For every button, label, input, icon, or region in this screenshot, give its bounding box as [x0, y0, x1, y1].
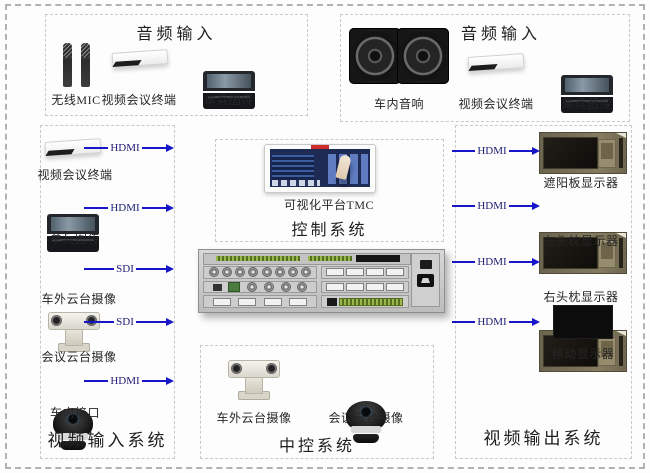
- arrow-label: HDMI: [477, 199, 507, 212]
- wireless-mic-icon: [56, 41, 96, 87]
- arrow-label: SDI: [116, 315, 134, 328]
- item-label-wireless-mic: 无线MIC: [51, 93, 101, 107]
- outdoor-ptz-camera-icon: [225, 358, 283, 400]
- arrowhead-icon: [532, 318, 540, 326]
- box-title-audio-input-left: 音频输入: [136, 26, 217, 43]
- arrow-label: HDMI: [477, 315, 507, 328]
- box-central-control-system: 车外云台摄像 会议云台摄像 中控系统: [200, 345, 434, 459]
- left-headrest-monitor-icon: [539, 232, 627, 274]
- arrow-label: SDI: [116, 262, 134, 275]
- item-label-portable-transmitter: 单兵图传: [203, 93, 255, 107]
- item-label-conference-terminal: 视频会议终端: [37, 168, 113, 182]
- item-label-car-speakers: 车内音响: [373, 97, 425, 111]
- item-label-portable-transmitter: 单兵图传: [49, 232, 101, 246]
- rack-terminal-strip: [203, 253, 411, 265]
- arrowhead-icon: [532, 202, 540, 210]
- arrow-line: [508, 261, 532, 263]
- sun-visor-monitor-icon: [539, 132, 627, 174]
- connection-arrow-hdmi-7: HDMI: [452, 316, 540, 328]
- arrowhead-icon: [166, 377, 174, 385]
- item-label-visual-platform: 可视化平台TMC: [283, 198, 375, 212]
- mobile-monitor-icon: [553, 305, 613, 339]
- item-label-conference-terminal: 视频会议终端: [458, 97, 534, 111]
- item-label-outdoor-ptz: 车外云台摄像: [41, 292, 117, 306]
- rack-left-modules: [203, 266, 317, 309]
- arrow-label: HDMI: [477, 255, 507, 268]
- outdoor-ptz-camera-icon: [45, 310, 103, 352]
- item-label-left-headrest-display: 左头枕显示器: [543, 234, 619, 248]
- arrow-label: HDMI: [110, 374, 140, 387]
- arrow-line: [452, 321, 476, 323]
- arrow-line: [84, 380, 109, 382]
- video-conference-terminal-icon: [110, 47, 170, 73]
- connection-arrow-hdmi-5: HDMI: [452, 200, 540, 212]
- arrowhead-icon: [166, 318, 175, 326]
- arrowhead-icon: [166, 265, 175, 273]
- arrow-line: [508, 205, 532, 207]
- item-label-outdoor-ptz: 车外云台摄像: [216, 411, 292, 425]
- box-control-system: 可视化平台TMC 控制系统: [215, 139, 444, 242]
- arrow-line: [452, 261, 476, 263]
- arrowhead-icon: [166, 144, 174, 152]
- box-title-video-input-system: 视频输入系统: [47, 431, 168, 450]
- item-label-conference-terminal: 视频会议终端: [101, 93, 177, 107]
- arrowhead-icon: [532, 147, 540, 155]
- item-label-mobile-display: 移动显示器: [551, 347, 615, 361]
- connection-arrow-sdi-1: SDI: [84, 262, 175, 275]
- arrow-line: [452, 150, 476, 152]
- conference-ptz-camera-icon: [51, 408, 95, 452]
- connection-arrow-hdmi-1: HDMI: [84, 142, 174, 154]
- portable-video-transmitter-icon: [47, 214, 99, 252]
- outer-border: [5, 4, 645, 469]
- conference-ptz-camera-icon: [344, 401, 388, 445]
- arrowhead-icon: [166, 204, 174, 212]
- arrow-line: [141, 147, 166, 149]
- box-audio-input-left: 音频输入 无线MIC 视频会议终端 单兵图传: [45, 14, 308, 116]
- item-label-conference-ptz: 会议云台摄像: [328, 411, 404, 425]
- arrow-line: [452, 205, 476, 207]
- box-title-control-system: 控制系统: [291, 222, 368, 239]
- arrow-label: HDMI: [110, 141, 140, 154]
- arrow-line: [84, 147, 109, 149]
- arrowhead-icon: [532, 258, 540, 266]
- rack-right-modules: [321, 266, 409, 309]
- connection-arrow-hdmi-3: HDMI: [84, 375, 174, 387]
- arrow-line: [135, 321, 167, 323]
- video-conference-terminal-icon: [466, 51, 526, 77]
- connection-arrow-hdmi-2: HDMI: [84, 202, 174, 214]
- arrow-line: [84, 321, 115, 323]
- box-video-output-system: 遮阳板显示器 左头枕显示器 右头枕显示器 移动显示器 视频输出系统: [455, 125, 632, 459]
- arrow-line: [141, 207, 166, 209]
- arrow-line: [508, 321, 532, 323]
- touch-control-panel-icon: [264, 144, 376, 193]
- portable-video-transmitter-icon: [203, 71, 255, 109]
- box-title-video-output-system: 视频输出系统: [483, 429, 604, 448]
- item-label-vehicle-interface: 车内接口: [49, 406, 101, 420]
- box-video-input-system: 视频会议终端 单兵图传 车外云台摄像 会议云台摄像 车内接口 视频输入系统: [37, 125, 175, 459]
- av-matrix-rack: [198, 249, 445, 313]
- arrow-line: [135, 268, 167, 270]
- arrow-line: [84, 268, 115, 270]
- connection-arrow-hdmi-6: HDMI: [452, 256, 540, 268]
- arrow-line: [141, 380, 166, 382]
- box-title-audio-input-right: 音频输入: [460, 26, 542, 43]
- arrow-line: [508, 150, 532, 152]
- item-label-right-headrest-display: 右头枕显示器: [543, 290, 619, 304]
- arrow-label: HDMI: [477, 144, 507, 157]
- arrow-label: HDMI: [110, 201, 140, 214]
- car-speakers-icon: [349, 28, 449, 86]
- portable-video-transmitter-icon: [561, 75, 613, 113]
- connection-arrow-hdmi-4: HDMI: [452, 145, 540, 157]
- arrow-line: [84, 207, 109, 209]
- box-title-central-control: 中控系统: [278, 438, 356, 455]
- connection-arrow-sdi-2: SDI: [84, 315, 175, 328]
- item-label-portable-transmitter: 单兵图传: [561, 97, 613, 111]
- item-label-conference-ptz: 会议云台摄像: [41, 350, 117, 364]
- box-audio-input-right: 音频输入 车内音响 视频会议终端 单兵图传: [340, 14, 630, 122]
- rack-power-module: [411, 253, 440, 307]
- item-label-sunvisor-display: 遮阳板显示器: [543, 176, 619, 190]
